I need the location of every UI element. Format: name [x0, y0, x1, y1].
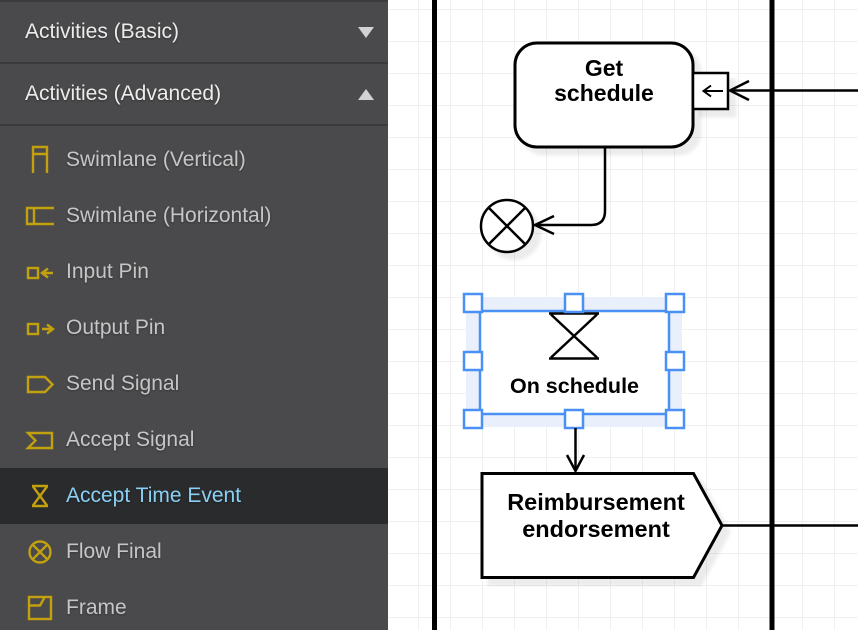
- flow-final-icon: [28, 540, 52, 564]
- palette-item-output-pin[interactable]: Output Pin: [0, 300, 388, 356]
- palette-item-label: Flow Final: [66, 540, 162, 563]
- palette-item-label: Accept Signal: [66, 428, 195, 451]
- palette-item-label: Swimlane (Horizontal): [66, 204, 272, 227]
- palette-section-activities-basic[interactable]: Activities (Basic): [0, 2, 388, 64]
- palette-item-accept-time-event[interactable]: Accept Time Event: [0, 468, 388, 524]
- node-label: Get: [585, 55, 624, 81]
- selection-handle-e[interactable]: [664, 350, 686, 372]
- frame-icon: [27, 595, 53, 621]
- control-flow-to-flow-final[interactable]: [532, 147, 607, 236]
- accept-time-event-icon: [32, 484, 48, 508]
- hourglass-glyph: [549, 312, 599, 360]
- selection-handle-nw[interactable]: [462, 292, 484, 314]
- swimlane-horizontal-icon: [25, 206, 54, 226]
- palette-item-input-pin[interactable]: Input Pin: [0, 244, 388, 300]
- chevron-up-icon: [358, 88, 374, 100]
- palette-item-swimlane-vertical[interactable]: Swimlane (Vertical): [0, 132, 388, 188]
- palette-item-label: Output Pin: [66, 316, 166, 339]
- palette-item-send-signal[interactable]: Send Signal: [0, 356, 388, 412]
- section-title: Activities (Basic): [25, 20, 180, 43]
- node-label: On schedule: [510, 374, 639, 398]
- input-pin-icon: [26, 266, 53, 280]
- palette-item-flow-final[interactable]: Flow Final: [0, 524, 388, 580]
- flow-final-node[interactable]: [479, 198, 535, 254]
- selection-border: [478, 309, 671, 416]
- palette-item-accept-signal[interactable]: Accept Signal: [0, 412, 388, 468]
- node-label: schedule: [554, 80, 654, 106]
- control-flow-into-input-pin[interactable]: [727, 79, 858, 102]
- node-label: endorsement: [522, 516, 670, 542]
- selection-handle-n[interactable]: [563, 292, 585, 314]
- diagram-canvas[interactable]: Get schedule On: [388, 0, 858, 630]
- palette-item-swimlane-horizontal[interactable]: Swimlane (Horizontal): [0, 188, 388, 244]
- palette-item-label: Frame: [66, 596, 127, 619]
- get-schedule-node[interactable]: Get schedule: [513, 41, 695, 149]
- send-signal-node[interactable]: Reimbursement endorsement: [480, 472, 724, 579]
- palette-item-list: Swimlane (Vertical) Swimlane (Horizontal…: [0, 126, 388, 630]
- selection-handle-s[interactable]: [563, 408, 585, 430]
- control-flow-to-send-signal[interactable]: [565, 428, 586, 474]
- accept-time-event-node[interactable]: On schedule: [462, 292, 686, 430]
- palette-item-label: Accept Time Event: [66, 484, 242, 507]
- selection-handle-w[interactable]: [462, 350, 484, 372]
- palette-item-label: Send Signal: [66, 372, 180, 395]
- palette-section-activities-advanced[interactable]: Activities (Advanced): [0, 64, 388, 126]
- send-signal-icon: [26, 375, 55, 394]
- chevron-down-icon: [358, 26, 374, 38]
- selection-handle-sw[interactable]: [462, 408, 484, 430]
- palette-item-label: Input Pin: [66, 260, 149, 283]
- selection-handle-se[interactable]: [664, 408, 686, 430]
- palette-sidebar: Activities (Basic) Activities (Advanced)…: [0, 0, 388, 630]
- input-pin[interactable]: [691, 71, 730, 111]
- palette-item-frame[interactable]: Frame: [0, 580, 388, 630]
- accept-signal-icon: [25, 431, 54, 450]
- output-pin-icon: [26, 322, 55, 336]
- palette-item-label: Swimlane (Vertical): [66, 148, 246, 171]
- node-label: Reimbursement: [507, 489, 685, 515]
- section-title: Activities (Advanced): [25, 82, 222, 105]
- selection-handle-ne[interactable]: [664, 292, 686, 314]
- swimlane-vertical-icon: [31, 145, 49, 173]
